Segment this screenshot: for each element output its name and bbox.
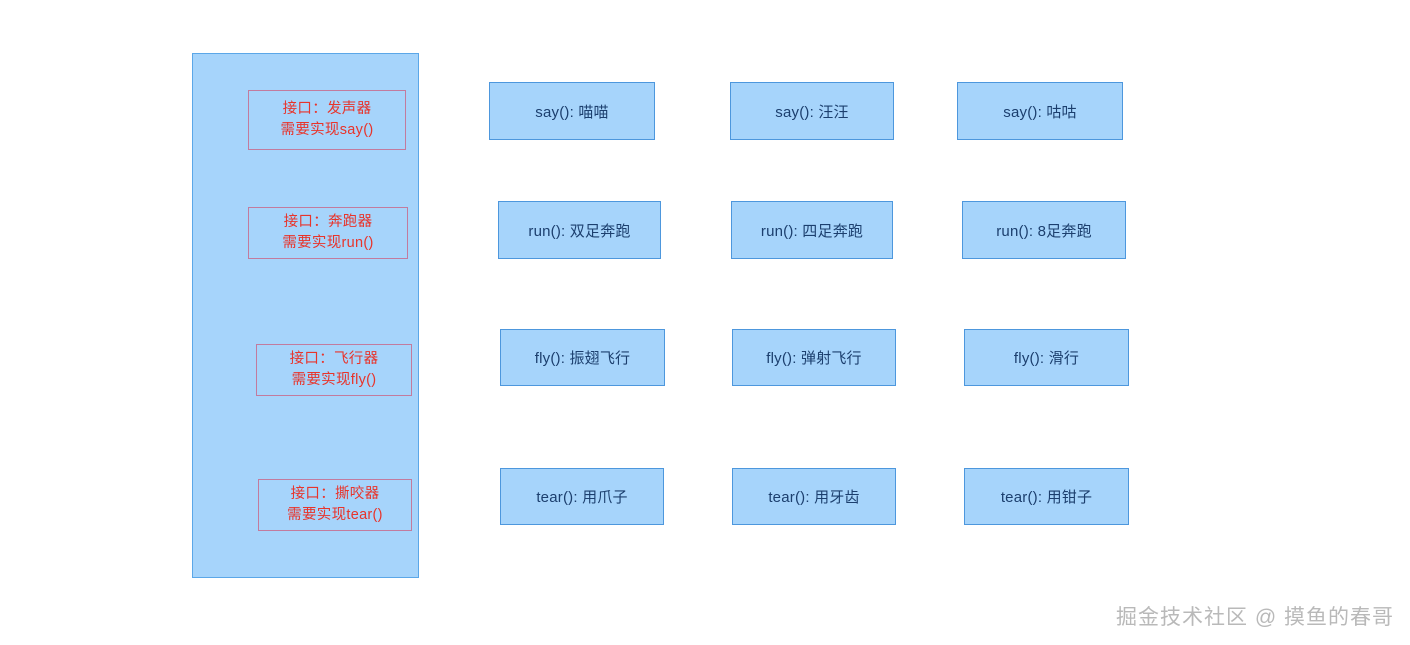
impl-label-say-3: say(): 咕咕	[1003, 103, 1077, 121]
impl-box-fly-2[interactable]: fly(): 弹射飞行	[732, 329, 896, 386]
impl-label-fly-3: fly(): 滑行	[1013, 350, 1080, 367]
impl-box-tear-1[interactable]: tear(): 用爪子	[500, 468, 664, 525]
interface-spec-title-say: 接口：发声器	[282, 100, 372, 117]
interface-spec-title-run: 接口：奔跑器	[283, 213, 373, 230]
interface-spec-box-tear[interactable]: 接口：撕咬器 需要实现tear()	[258, 479, 412, 531]
impl-label-tear-1: tear(): 用爪子	[536, 489, 628, 506]
impl-label-fly-2: fly(): 弹射飞行	[766, 350, 862, 367]
impl-box-tear-3[interactable]: tear(): 用钳子	[964, 468, 1129, 525]
watermark: 掘金技术社区 @ 摸鱼的春哥	[1116, 606, 1394, 629]
impl-label-fly-1: fly(): 振翅飞行	[534, 350, 631, 367]
impl-box-say-1[interactable]: say(): 喵喵	[489, 82, 655, 140]
interface-spec-box-run[interactable]: 接口：奔跑器 需要实现run()	[248, 207, 408, 259]
interface-spec-requirement-fly: 需要实现fly()	[291, 372, 377, 388]
interface-spec-title-fly: 接口：飞行器	[289, 350, 379, 367]
impl-label-tear-3: tear(): 用钳子	[1000, 489, 1093, 506]
interface-spec-requirement-say: 需要实现say()	[280, 122, 374, 138]
impl-box-tear-2[interactable]: tear(): 用牙齿	[732, 468, 896, 525]
interface-spec-title-tear: 接口：撕咬器	[290, 485, 380, 502]
interface-spec-box-fly[interactable]: 接口：飞行器 需要实现fly()	[256, 344, 412, 396]
impl-box-say-3[interactable]: say(): 咕咕	[957, 82, 1123, 140]
interface-spec-requirement-run: 需要实现run()	[282, 235, 374, 251]
impl-box-run-3[interactable]: run(): 8足奔跑	[962, 201, 1126, 259]
interface-spec-box-say[interactable]: 接口：发声器 需要实现say()	[248, 90, 406, 150]
impl-label-run-2: run(): 四足奔跑	[760, 222, 864, 240]
impl-label-say-2: say(): 汪汪	[775, 103, 849, 121]
impl-box-say-2[interactable]: say(): 汪汪	[730, 82, 894, 140]
impl-box-fly-1[interactable]: fly(): 振翅飞行	[500, 329, 665, 386]
impl-label-tear-2: tear(): 用牙齿	[768, 489, 860, 506]
impl-box-run-1[interactable]: run(): 双足奔跑	[498, 201, 661, 259]
impl-label-say-1: say(): 喵喵	[535, 103, 609, 121]
impl-label-run-3: run(): 8足奔跑	[996, 222, 1092, 240]
impl-label-run-1: run(): 双足奔跑	[528, 222, 631, 240]
interface-spec-requirement-tear: 需要实现tear()	[287, 507, 383, 523]
interfaces-container	[192, 53, 419, 578]
impl-box-run-2[interactable]: run(): 四足奔跑	[731, 201, 893, 259]
impl-box-fly-3[interactable]: fly(): 滑行	[964, 329, 1129, 386]
